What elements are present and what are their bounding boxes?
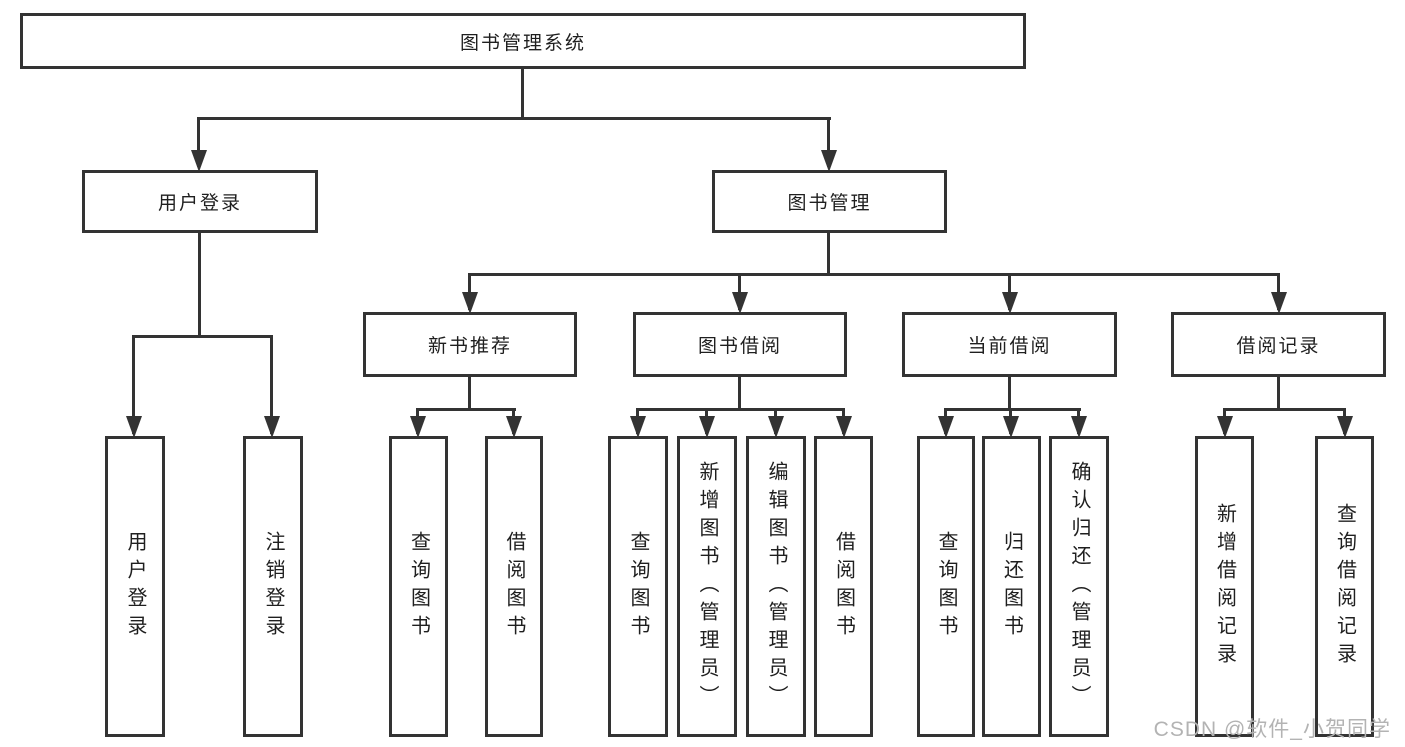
arrow-down-icon xyxy=(410,416,426,438)
connector-line xyxy=(827,117,830,167)
arrow-down-icon xyxy=(768,416,784,438)
connector-line xyxy=(468,377,471,408)
arrow-down-icon xyxy=(506,416,522,438)
node-label: 归还图书 xyxy=(1000,530,1023,643)
leaf-confirm-return-admin: 确认归还（管理员） xyxy=(1049,436,1109,737)
leaf-borrow-books: 借阅图书 xyxy=(485,436,543,737)
arrow-down-icon xyxy=(1217,416,1233,438)
leaf-borrow-books-2: 借阅图书 xyxy=(814,436,873,737)
arrow-down-icon xyxy=(191,150,207,172)
node-label: 图书管理系统 xyxy=(459,32,586,54)
connector-line xyxy=(1008,273,1011,310)
leaf-user-login: 用户登录 xyxy=(105,436,165,737)
node-label: 查询图书 xyxy=(627,530,649,643)
node-label: 注销登录 xyxy=(262,530,284,643)
node-borrowing-records: 借阅记录 xyxy=(1171,312,1386,377)
node-label: 用户登录 xyxy=(157,193,242,214)
leaf-add-books-admin: 新增图书（管理员） xyxy=(677,436,737,737)
node-label: 用户登录 xyxy=(124,530,146,643)
leaf-query-books-2: 查询图书 xyxy=(608,436,668,737)
connector-line xyxy=(738,273,741,310)
node-current-borrowing: 当前借阅 xyxy=(902,312,1117,377)
node-label: 查询图书 xyxy=(935,530,957,643)
arrow-down-icon xyxy=(821,150,837,172)
connector-line xyxy=(1223,408,1346,411)
node-label: 借阅图书 xyxy=(503,530,525,643)
connector-line xyxy=(270,335,273,434)
node-label: 图书管理 xyxy=(787,193,872,214)
leaf-return-books: 归还图书 xyxy=(982,436,1041,737)
arrow-down-icon xyxy=(462,292,478,314)
connector-line xyxy=(417,408,516,411)
connector-line xyxy=(944,408,1081,411)
connector-line xyxy=(1008,377,1011,408)
connector-line xyxy=(468,273,471,310)
leaf-query-books: 查询图书 xyxy=(389,436,448,737)
node-book-borrowing: 图书借阅 xyxy=(633,312,847,377)
arrow-down-icon xyxy=(1003,416,1019,438)
arrow-down-icon xyxy=(836,416,852,438)
arrow-down-icon xyxy=(1337,416,1353,438)
connector-line xyxy=(1277,273,1280,310)
leaf-edit-books-admin: 编辑图书（管理员） xyxy=(746,436,806,737)
arrow-down-icon xyxy=(1271,292,1287,314)
connector-line xyxy=(468,273,1280,276)
connector-line xyxy=(738,377,741,408)
node-label: 新增图书（管理员） xyxy=(696,460,718,713)
arrow-down-icon xyxy=(1071,416,1087,438)
arrow-down-icon xyxy=(630,416,646,438)
connector-line xyxy=(827,233,830,273)
connector-line xyxy=(197,117,831,120)
arrow-down-icon xyxy=(938,416,954,438)
node-label: 新增借阅记录 xyxy=(1213,502,1236,671)
node-label: 查询图书 xyxy=(407,530,430,643)
connector-line xyxy=(636,408,845,411)
arrow-down-icon xyxy=(699,416,715,438)
node-book-management: 图书管理 xyxy=(712,170,947,233)
watermark: CSDN @软件_小贺同学 xyxy=(1153,718,1391,741)
leaf-add-borrow-record: 新增借阅记录 xyxy=(1195,436,1254,737)
node-label: 借阅记录 xyxy=(1236,336,1321,357)
arrow-down-icon xyxy=(264,416,280,438)
node-label: 新书推荐 xyxy=(427,336,512,357)
node-label: 图书借阅 xyxy=(697,336,782,357)
leaf-query-books-3: 查询图书 xyxy=(917,436,975,737)
arrow-down-icon xyxy=(732,292,748,314)
arrow-down-icon xyxy=(1002,292,1018,314)
connector-line xyxy=(1277,377,1280,408)
node-user-login: 用户登录 xyxy=(82,170,318,233)
node-label: 编辑图书（管理员） xyxy=(765,460,787,713)
connector-line xyxy=(198,233,201,335)
node-library-management-system: 图书管理系统 xyxy=(20,13,1026,69)
connector-line xyxy=(132,335,135,434)
node-label: 当前借阅 xyxy=(967,336,1052,357)
arrow-down-icon xyxy=(126,416,142,438)
node-new-book-recommendation: 新书推荐 xyxy=(363,312,577,377)
leaf-logout-login: 注销登录 xyxy=(243,436,303,737)
connector-line xyxy=(197,117,200,167)
connector-line xyxy=(521,68,524,117)
node-label: 查询借阅记录 xyxy=(1333,502,1356,671)
node-label: 确认归还（管理员） xyxy=(1068,460,1090,713)
leaf-query-borrow-record: 查询借阅记录 xyxy=(1315,436,1374,737)
node-label: 借阅图书 xyxy=(832,530,855,643)
connector-line xyxy=(132,335,273,338)
